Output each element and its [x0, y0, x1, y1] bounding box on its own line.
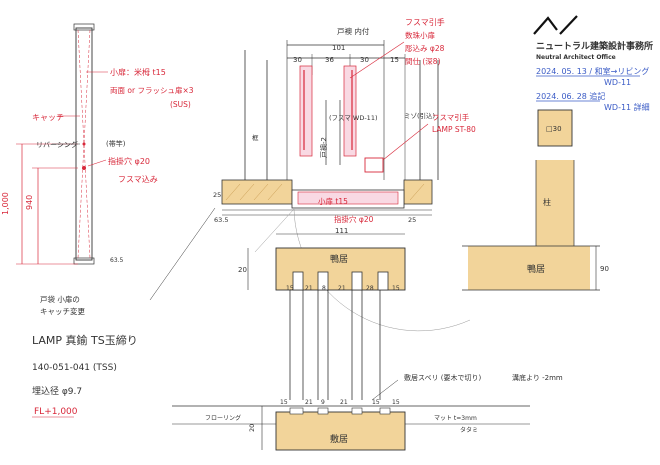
plan-section	[221, 40, 471, 332]
note-to-fusuma-right: 戸襖-2	[319, 137, 328, 158]
dim-k28: 28	[366, 285, 374, 292]
note-hiki-2: 数珠小扉	[405, 30, 435, 40]
revision-line1b: WD-11	[604, 78, 631, 87]
dim-111: 111	[335, 227, 348, 235]
label-kamoi: 鴨居	[527, 263, 545, 275]
note-catch: キャッチ	[32, 113, 64, 122]
dim-k21: 21	[305, 285, 313, 292]
dim-20: 20	[238, 266, 247, 274]
dim-b15b: 15	[372, 399, 380, 406]
dim-b15c: 15	[392, 399, 400, 406]
dim-k15: 15	[286, 285, 294, 292]
revision-line2: 2024. 06. 28 追記	[536, 91, 605, 101]
note-small-1: 戸袋 小扉の	[40, 294, 80, 304]
dim-k21b: 21	[338, 285, 346, 292]
door-elevation	[16, 23, 95, 265]
label-flooring: フローリング	[205, 414, 241, 422]
dim-90r: 90	[600, 265, 609, 273]
dim-1000: 1,000	[1, 192, 10, 215]
dim-25: 25	[213, 191, 221, 199]
note-lamp-2: LAMP ST-80	[432, 125, 476, 134]
office-name: ニュートラル建築設計事務所	[536, 40, 653, 52]
dim-b21b: 21	[340, 399, 348, 406]
dim-k8: 8	[322, 285, 326, 292]
note-lamp-1: フスマ引手	[432, 112, 470, 122]
dim-25b: 25	[408, 216, 416, 224]
dim-b21: 21	[305, 399, 313, 406]
kamoi-section	[247, 233, 406, 400]
note-bou: (帯竿)	[106, 139, 126, 148]
shikii-section	[172, 405, 530, 451]
note-small-2: キャッチ変更	[40, 306, 85, 316]
note-fl: FL+1,000	[34, 407, 78, 417]
revision-line2b: WD-11 詳細	[604, 102, 650, 112]
note-fingerhole-2: フスマ込み	[118, 175, 158, 184]
note-fingerhole-1: 指掛穴 φ20	[108, 156, 150, 166]
label-kamoi-main: 鴨居	[330, 253, 348, 265]
note-finger-bottom: 指掛穴 φ20	[334, 214, 374, 224]
note-hiki-4: 間仕 (深8)	[405, 56, 441, 66]
dim-940: 940	[25, 195, 34, 210]
dim-b20: 20	[248, 424, 256, 432]
label-tatami: タタミ	[460, 426, 478, 434]
note-kotobira-1: 小扉：米栂 t15	[110, 67, 166, 77]
dim-15: 15	[390, 56, 399, 64]
office-logo	[533, 15, 578, 35]
dim-101: 101	[332, 44, 345, 52]
revision-line1: 2024. 05. 13 / 和室→リビング	[536, 66, 649, 76]
label-kamoi-box: □30	[546, 125, 562, 133]
dim-bottom-left: 63.5	[110, 257, 124, 264]
dim-63: 63.5	[214, 216, 228, 224]
label-shikii: 敷居	[330, 433, 348, 445]
note-kamachi: 框	[252, 133, 259, 142]
dim-30a: 30	[293, 56, 302, 64]
note-kotobira-3: (SUS)	[170, 100, 191, 109]
note-hiki-1: フスマ引手	[405, 17, 445, 27]
note-lamp-code: 140-051-041 (TSS)	[32, 363, 117, 373]
label-matte: マット t=3mm	[434, 415, 477, 422]
note-tosho: ミゾ(引込)	[404, 111, 435, 120]
dim-k15b: 15	[392, 285, 400, 292]
label-hashira: 柱	[543, 197, 551, 207]
dim-b15: 15	[280, 399, 288, 406]
note-hiki-3: 彫込み φ28	[405, 44, 445, 53]
note-kotobira-2: 両面 or フラッシュ扉×3	[110, 85, 194, 95]
office-name-en: Neutral Architect Office	[536, 54, 616, 61]
note-door-small: 小扉 t15	[318, 196, 348, 206]
note-wd11: (フスマ WD-11)	[329, 114, 378, 122]
note-shikii-slide: 敷居スベリ (要木で切り)	[404, 373, 481, 382]
note-shikii-slide2: 溝底より -2mm	[512, 373, 563, 382]
note-mag: 埋込径 φ9.7	[32, 385, 82, 397]
right-detail	[462, 109, 600, 291]
dim-30b: 30	[360, 56, 369, 64]
dim-36: 36	[325, 56, 334, 64]
note-lamp-big: LAMP 真鍮 TS玉締り	[32, 333, 138, 347]
dim-b9: 9	[321, 399, 325, 406]
note-hinge: リバーシング	[36, 140, 78, 149]
note-to-fusuma-top: 戸襖 内付	[337, 26, 370, 36]
